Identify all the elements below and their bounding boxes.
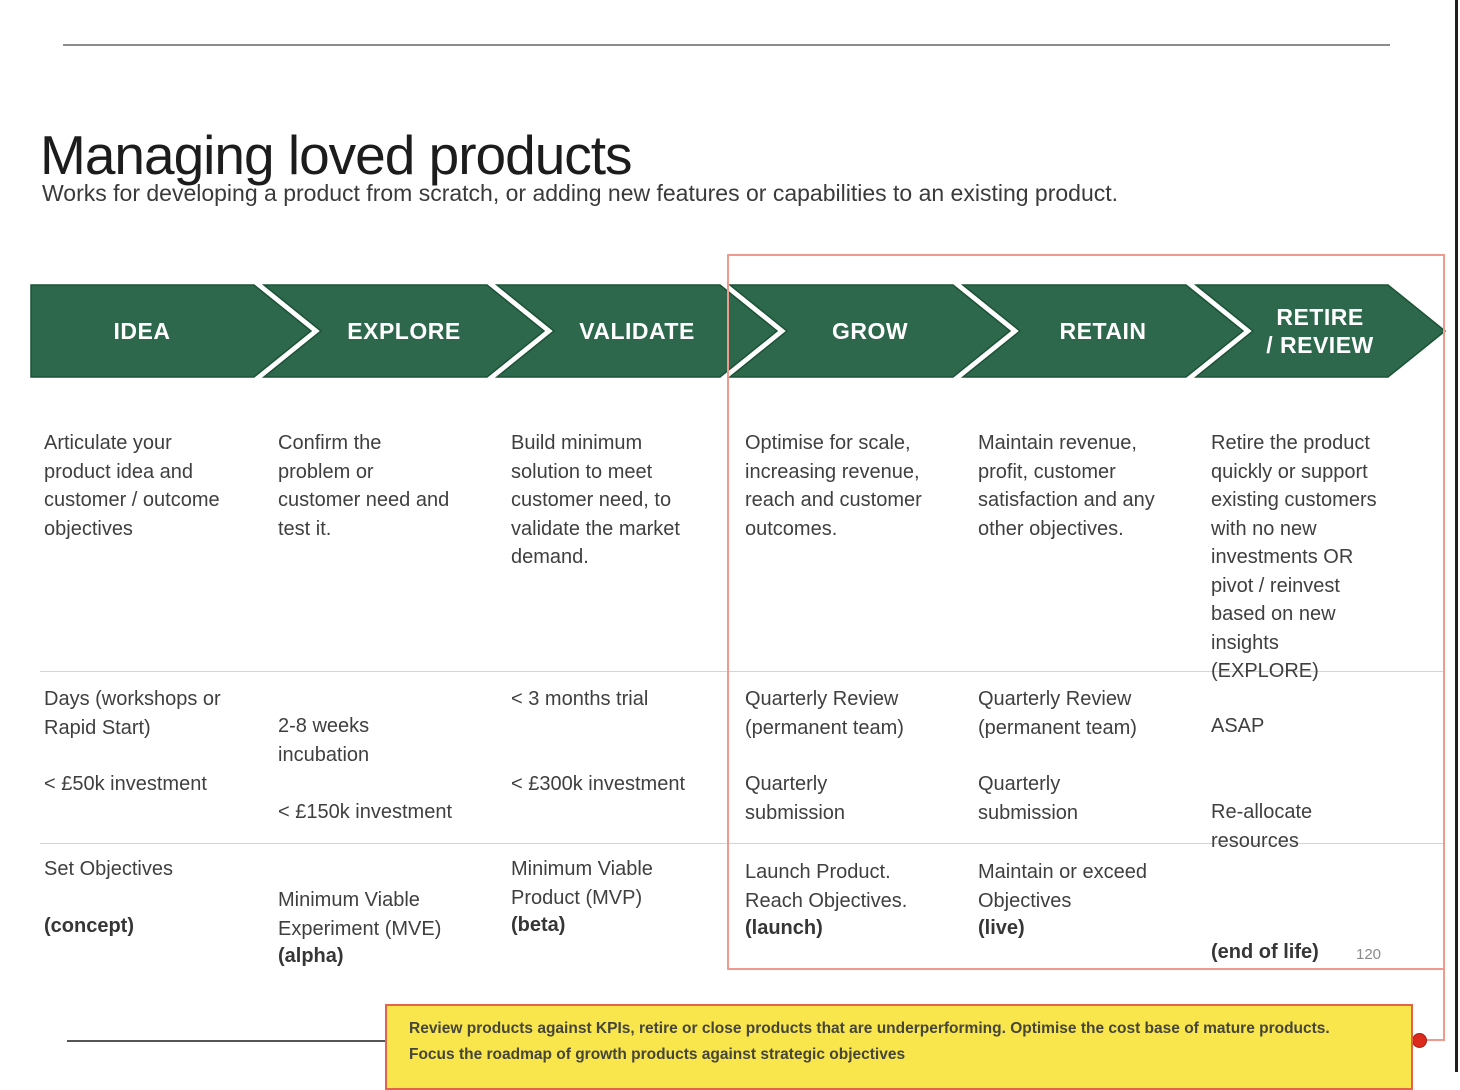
title-top-rule <box>63 44 1390 46</box>
stage-tag-retain: (live) <box>978 917 1025 939</box>
stage-tag-validate: (beta) <box>511 914 566 936</box>
stage-description-retain: Maintain revenue, profit, customer satis… <box>978 432 1155 540</box>
stage-tag-explore: (alpha) <box>278 945 344 967</box>
stage-investment-retain: Quarterly submission <box>978 773 1079 824</box>
row-divider-1 <box>40 671 1444 672</box>
stage-deliverable-grow: Launch Product. Reach Objectives. <box>745 861 908 912</box>
stage-description-idea: Articulate your product idea and custome… <box>44 432 220 540</box>
stage-description-explore: Confirm the problem or customer need and… <box>278 432 450 540</box>
stage-investment-idea: < £50k investment <box>44 773 207 795</box>
chevron-explore <box>261 284 546 378</box>
stage-timeline-idea: Days (workshops or Rapid Start) <box>44 688 221 739</box>
stage-timeline-validate: < 3 months trial <box>511 688 649 710</box>
annotation-note-text: Review products against KPIs, retire or … <box>409 1020 1330 1063</box>
row-divider-2 <box>40 843 1444 844</box>
stage-investment-grow: Quarterly submission <box>745 773 846 824</box>
page-number: 120 <box>1356 946 1382 963</box>
stage-deliverable-validate: Minimum Viable Product (MVP) <box>511 858 653 909</box>
chevron-label-review: / REVIEW <box>1266 332 1374 358</box>
process-chevron-band: IDEA EXPLORE VALIDATE GROW RETAIN RETIRE… <box>30 284 1447 378</box>
chevron-label-retire: RETIRE <box>1276 304 1363 330</box>
chevron-label-idea: IDEA <box>114 318 171 344</box>
chevron-validate <box>494 284 779 378</box>
stage-timeline-grow: Quarterly Review (permanent team) <box>745 688 904 739</box>
screen-edge-line <box>1455 0 1458 1072</box>
chevron-retire-review <box>1193 284 1447 378</box>
annotation-connector-horizontal <box>1420 1039 1445 1041</box>
page-subtitle: Works for developing a product from scra… <box>42 180 1119 206</box>
stage-description-retire: Retire the product quickly or support ex… <box>1211 432 1377 682</box>
annotation-marker-dot[interactable] <box>1412 1033 1427 1048</box>
stage-investment-validate: < £300k investment <box>511 773 685 795</box>
stage-description-grow: Optimise for scale, increasing revenue, … <box>745 432 922 540</box>
chevron-retain <box>960 284 1245 378</box>
chevron-grow <box>727 284 1012 378</box>
stage-tag-retire: (end of life) <box>1211 941 1319 963</box>
stage-description-validate: Build minimum solution to meet customer … <box>511 432 680 568</box>
chevron-label-explore: EXPLORE <box>347 318 460 344</box>
chevron-idea <box>30 284 313 378</box>
stage-timeline-retain: Quarterly Review (permanent team) <box>978 688 1137 739</box>
stage-deliverable-retain: Maintain or exceed Objectives <box>978 861 1147 912</box>
chevron-label-retain: RETAIN <box>1060 318 1147 344</box>
stage-tag-grow: (launch) <box>745 917 823 939</box>
stage-tag-idea: (concept) <box>44 915 134 937</box>
annotation-note[interactable]: Review products against KPIs, retire or … <box>385 1004 1413 1090</box>
stage-timeline-explore: 2-8 weeks incubation <box>278 715 370 766</box>
stage-investment-explore: < £150k investment <box>278 801 452 823</box>
annotation-connector-vertical <box>1443 968 1445 1041</box>
stage-investment-retire: Re-allocate resources <box>1211 801 1313 852</box>
stage-deliverable-explore: Minimum Viable Experiment (MVE) <box>278 889 442 940</box>
chevron-label-validate: VALIDATE <box>579 318 695 344</box>
footer-rule <box>67 1040 385 1042</box>
stage-deliverable-idea: Set Objectives <box>44 858 173 880</box>
page-title: Managing loved products <box>40 123 633 186</box>
highlight-rectangle <box>727 254 1445 970</box>
stage-timeline-retire: ASAP <box>1211 715 1265 737</box>
chevron-label-grow: GROW <box>832 318 908 344</box>
